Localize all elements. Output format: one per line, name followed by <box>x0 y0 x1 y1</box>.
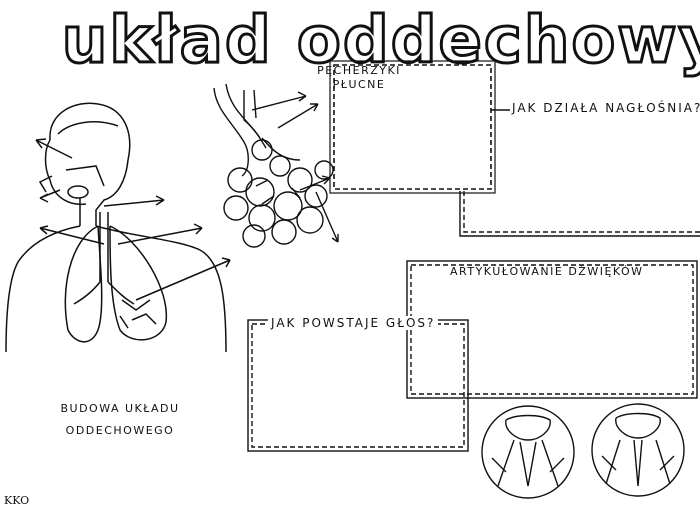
alveoli-answer-box[interactable] <box>329 60 496 194</box>
alveoli-cluster <box>213 83 339 248</box>
human-respiratory-figure <box>5 102 231 353</box>
worksheet-title: układ oddechowy <box>62 4 700 78</box>
epiglottis-question: JAK DZIAŁA NAGŁOŚNIA? <box>512 101 700 115</box>
structure-caption: BUDOWA UKŁADU ODDECHOWEGO <box>60 402 180 437</box>
articulation-label: ARTYKUŁOWANIE DŹWIĘKÓW <box>450 265 644 278</box>
author-signature: KKO <box>4 494 30 507</box>
voice-question: JAK POWSTAJE GŁOS? <box>268 316 439 330</box>
articulation-answer-box[interactable] <box>406 260 698 399</box>
epiglottis-answer-box[interactable] <box>459 109 700 237</box>
alveoli-label: PĘCHERZYKI PŁUCNE <box>317 64 401 91</box>
vocal-folds-closed-icon <box>591 403 685 497</box>
vocal-folds-open-icon <box>481 405 575 499</box>
voice-answer-box[interactable] <box>247 319 469 452</box>
